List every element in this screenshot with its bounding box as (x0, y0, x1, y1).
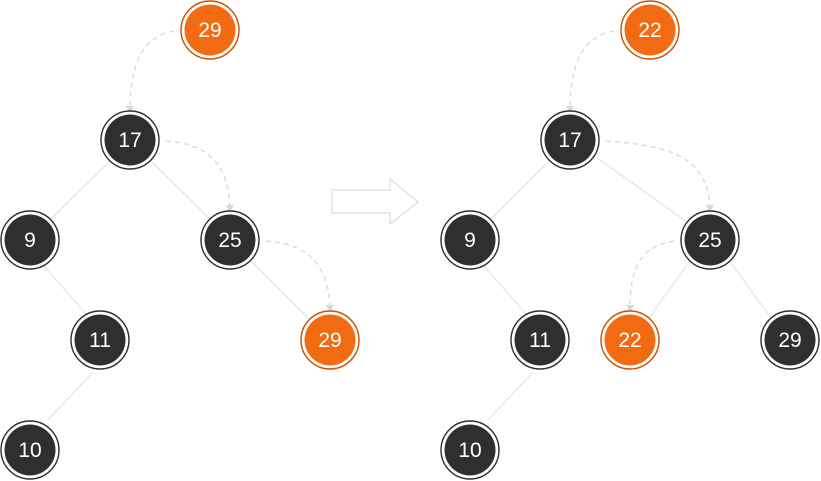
before-search-path-2 (165, 140, 234, 213)
after-node-22-new-label: 22 (638, 19, 661, 42)
after-node-29-label: 29 (778, 329, 801, 352)
before-edge-17-9 (49, 160, 111, 221)
after-edge-17-25 (595, 156, 688, 223)
transition-arrow-icon (331, 177, 420, 226)
before-node-10: 10 (0, 420, 60, 480)
after-search-path-3 (626, 240, 675, 313)
after-node-11-label: 11 (529, 329, 551, 352)
before-node-17: 17 (100, 110, 160, 170)
before-edge-11-10 (47, 371, 94, 421)
before-node-11-label: 11 (89, 329, 111, 352)
after-node-11: 11 (510, 310, 570, 370)
before-edge-9-11 (41, 263, 89, 317)
after-search-path-1 (566, 30, 615, 114)
after-node-10: 10 (440, 420, 500, 480)
after-node-25: 25 (680, 210, 740, 270)
after-tree: 22 17 9 25 11 22 29 (440, 0, 820, 480)
before-node-10-label: 10 (18, 439, 41, 462)
before-search-path-1 (126, 30, 175, 114)
after-edge-11-10 (487, 371, 534, 421)
before-node-25: 25 (200, 210, 260, 270)
before-tree: 29 17 9 25 11 29 10 (0, 0, 360, 480)
before-node-25-label: 25 (218, 229, 241, 252)
after-node-29: 29 (760, 310, 820, 370)
after-node-22-new: 22 (620, 0, 680, 60)
before-node-29-new: 29 (180, 0, 240, 60)
after-node-9: 9 (440, 210, 500, 270)
after-edge-25-29 (730, 262, 772, 319)
before-node-29-inserted: 29 (300, 310, 360, 370)
before-node-29-new-label: 29 (198, 19, 221, 42)
after-node-10-label: 10 (458, 439, 481, 462)
before-node-29-inserted-label: 29 (318, 329, 341, 352)
after-node-25-label: 25 (698, 229, 721, 252)
after-node-22-inserted-label: 22 (618, 329, 641, 352)
after-edge-9-11 (481, 263, 529, 317)
after-node-17-label: 17 (558, 129, 581, 152)
before-edge-25-29 (250, 260, 311, 321)
before-node-9-label: 9 (24, 229, 36, 252)
after-edge-17-9 (489, 161, 549, 221)
after-edge-25-22 (648, 264, 688, 319)
before-search-path-3 (265, 240, 334, 313)
after-node-9-label: 9 (464, 229, 476, 252)
before-edge-17-25 (150, 160, 212, 221)
after-node-22-inserted: 22 (600, 310, 660, 370)
before-node-9: 9 (0, 210, 60, 270)
after-node-17: 17 (540, 110, 600, 170)
before-node-17-label: 17 (118, 129, 141, 152)
before-node-11: 11 (70, 310, 130, 370)
after-search-path-2 (605, 140, 714, 213)
